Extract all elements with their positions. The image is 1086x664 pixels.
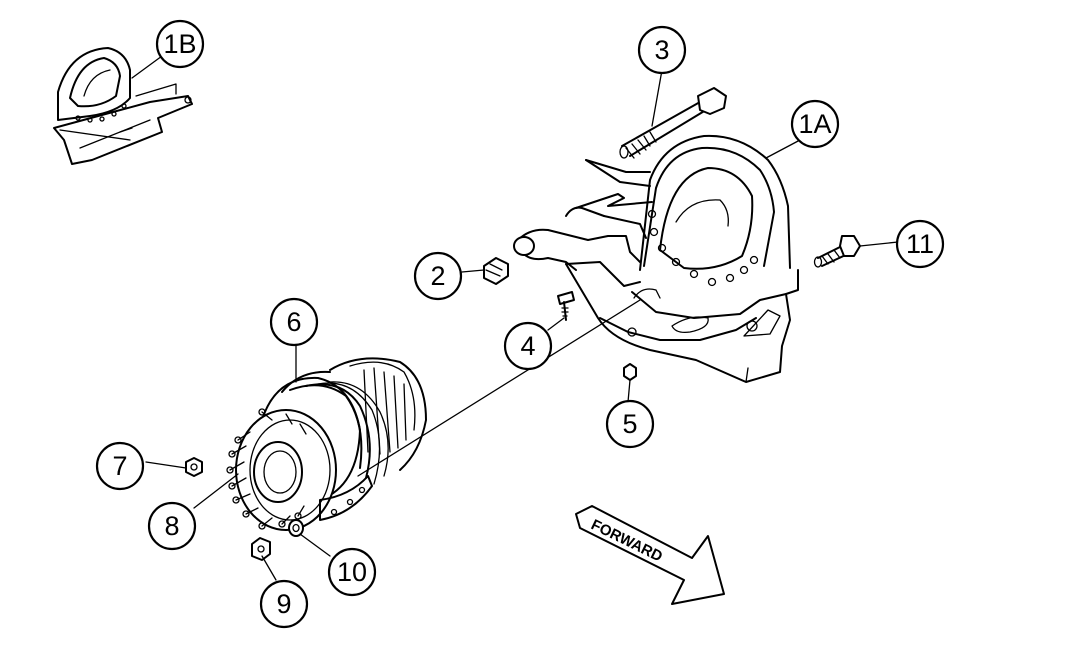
screw-4 [557,291,575,321]
nut-9 [251,537,271,561]
callout-label-1b: 1B [163,29,196,59]
nut-2 [483,257,509,285]
callout-1a: 1A [790,99,840,149]
hub-assembly-6 [226,357,427,531]
leader-lines [131,55,899,581]
bolt-3 [619,87,727,159]
callout-4: 4 [503,321,553,371]
assembly-centerline [357,299,641,477]
callout-label-9: 9 [276,589,291,619]
callout-label-6: 6 [286,307,301,337]
callout-label-5: 5 [622,409,637,439]
bracket-1b-inset [53,47,193,165]
callout-9: 9 [259,579,309,629]
callout-3: 3 [637,25,687,75]
bracket-1a [513,134,799,383]
callout-11: 11 [895,219,945,269]
washer-10 [288,519,304,537]
callout-1b: 1B [155,19,205,69]
callout-label-3: 3 [654,35,669,65]
callout-label-1a: 1A [798,109,831,139]
callout-6: 6 [269,297,319,347]
bolt-11 [813,235,861,268]
callout-8: 8 [147,501,197,551]
callout-label-4: 4 [520,331,535,361]
callout-label-8: 8 [164,511,179,541]
callout-7: 7 [95,441,145,491]
forward-direction-arrow: FORWARD [575,505,725,605]
callout-2: 2 [413,251,463,301]
nut-5 [623,363,637,381]
callout-label-7: 7 [112,451,127,481]
callout-label-11: 11 [906,229,934,259]
callout-label-2: 2 [430,261,445,291]
callout-10: 10 [327,547,377,597]
callout-label-10: 10 [337,557,367,587]
nut-7 [185,457,203,477]
callout-5: 5 [605,399,655,449]
